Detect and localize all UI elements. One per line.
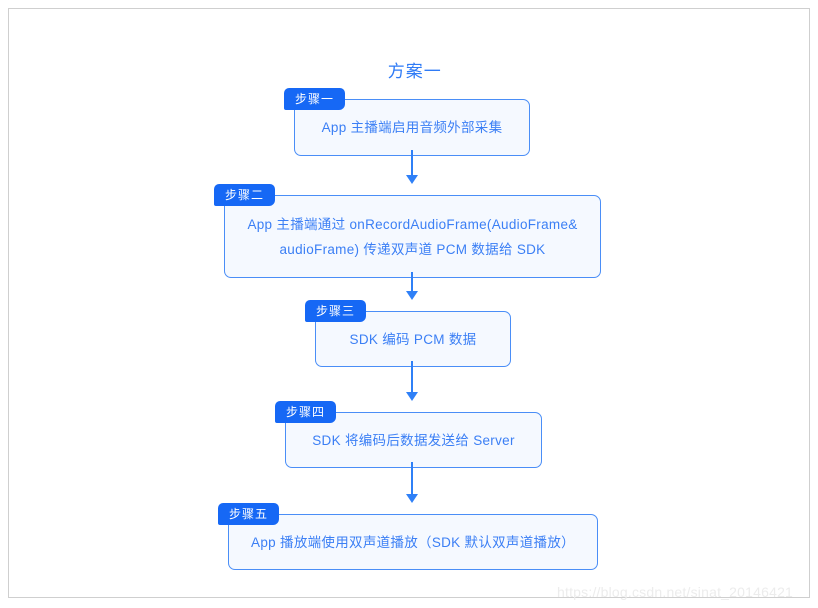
arrow-shaft-icon <box>411 361 413 392</box>
flow-step-1-badge: 步骤一 <box>284 88 346 110</box>
flow-step-2-box[interactable]: App 主播端通过 onRecordAudioFrame(AudioFrame&… <box>224 195 601 278</box>
flow-arrow-3 <box>405 361 419 401</box>
page-title: 方案一 <box>0 36 818 84</box>
flow-step-5-box[interactable]: App 播放端使用双声道播放（SDK 默认双声道播放） <box>228 514 598 570</box>
flow-step-5-text: App 播放端使用双声道播放（SDK 默认双声道播放） <box>251 534 575 550</box>
arrow-shaft-icon <box>411 462 413 494</box>
flow-step-2-text: App 主播端通过 onRecordAudioFrame(AudioFrame&… <box>247 216 578 257</box>
flow-arrow-1 <box>405 150 419 184</box>
flow-step-4-text: SDK 将编码后数据发送给 Server <box>312 432 515 448</box>
arrow-head-icon <box>406 392 418 401</box>
arrow-shaft-icon <box>411 272 413 291</box>
flow-step-5-badge: 步骤五 <box>218 503 280 525</box>
flow-arrow-4 <box>405 462 419 503</box>
flow-arrow-2 <box>405 272 419 300</box>
flow-step-2-badge: 步骤二 <box>214 184 276 206</box>
flow-step-1-text: App 主播端启用音频外部采集 <box>321 120 503 135</box>
arrow-head-icon <box>406 291 418 300</box>
watermark: https://blog.csdn.net/sinat_20146421 <box>557 584 794 600</box>
page-title-text: 方案一 <box>387 62 442 81</box>
flow-step-3-badge: 步骤三 <box>305 300 367 322</box>
flow-step-4-badge: 步骤四 <box>275 401 337 423</box>
flow-step-3-text: SDK 编码 PCM 数据 <box>349 331 477 347</box>
arrow-shaft-icon <box>411 150 413 175</box>
arrow-head-icon <box>406 175 418 184</box>
arrow-head-icon <box>406 494 418 503</box>
